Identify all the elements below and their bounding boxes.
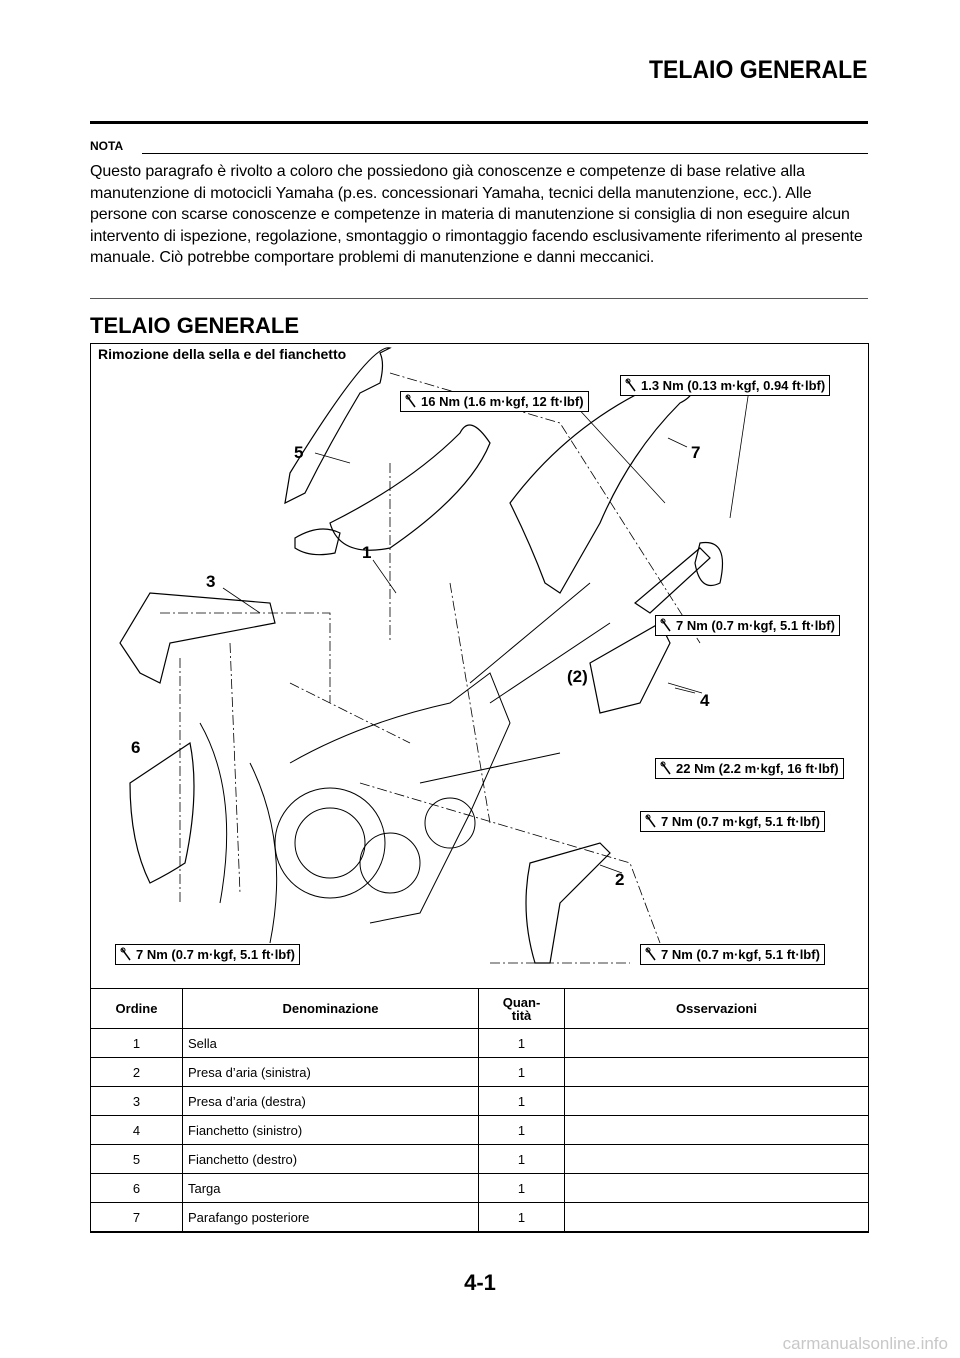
air-scoop-left [525,842,611,964]
torque-value: 22 Nm (2.2 m·kgf, 16 ft·lbf) [676,761,839,776]
section-title: TELAIO GENERALE [90,313,300,338]
torque-label: 7 Nm (0.7 m·kgf, 5.1 ft·lbf) [640,944,825,965]
torque-value: 7 Nm (0.7 m·kgf, 5.1 ft·lbf) [676,618,835,633]
page-header-title: TELAIO GENERALE [649,56,868,84]
torque-value: 16 Nm (1.6 m·kgf, 12 ft·lbf) [421,394,584,409]
side-cover-right [284,347,392,505]
cell-order: 6 [90,1173,183,1203]
diagram-title: Rimozione della sella e del fianchetto [98,346,347,362]
cell-name: Presa d’aria (sinistra) [182,1057,479,1087]
callout-7: 7 [691,443,701,462]
cell-name: Sella [182,1028,479,1058]
cell-notes [564,1086,869,1116]
torque-wrench-icon [625,378,636,392]
parts-table: Ordine Denominazione Quan- tità Osservaz… [90,988,869,1232]
frame-engine [199,582,611,944]
header-rule [90,121,868,124]
number-plate [129,742,195,884]
air-scoop-right [119,592,276,684]
torque-wrench-icon [645,947,656,961]
seat-part [294,424,491,556]
callout-2-paren: (2) [567,667,588,686]
cell-qty: 1 [478,1057,565,1087]
torque-value: 7 Nm (0.7 m·kgf, 5.1 ft·lbf) [661,814,820,829]
cell-name: Fianchetto (sinistro) [182,1115,479,1145]
cell-qty: 1 [478,1144,565,1174]
column-header: Osservazioni [564,988,869,1029]
cell-order: 3 [90,1086,183,1116]
column-header: Denominazione [182,988,479,1029]
callout-3: 3 [206,572,216,591]
exploded-view-illustration [119,347,751,964]
cell-qty: 1 [478,1028,565,1058]
diagram-frame [90,343,869,1233]
cell-qty: 1 [478,1086,565,1116]
callout-5: 5 [294,443,304,462]
torque-wrench-icon [405,394,416,408]
cell-notes [564,1115,869,1145]
leader-lines [160,372,701,964]
cell-qty: 1 [478,1173,565,1203]
torque-label: 7 Nm (0.7 m·kgf, 5.1 ft·lbf) [115,944,300,965]
callout-lines [222,382,751,874]
torque-wrench-icon [645,814,656,828]
torque-wrench-icon [120,947,131,961]
cell-order: 2 [90,1057,183,1087]
cell-order: 1 [90,1028,183,1058]
page-number: 4-1 [464,1270,496,1295]
torque-label: 7 Nm (0.7 m·kgf, 5.1 ft·lbf) [655,615,840,636]
torque-wrench-icon [660,761,671,775]
note-rule [142,153,868,154]
torque-value: 7 Nm (0.7 m·kgf, 5.1 ft·lbf) [661,947,820,962]
cell-order: 5 [90,1144,183,1174]
note-end-rule [90,298,868,299]
torque-label: 22 Nm (2.2 m·kgf, 16 ft·lbf) [655,758,844,779]
torque-value: 1.3 Nm (0.13 m·kgf, 0.94 ft·lbf) [641,378,826,393]
column-header: Quan- tità [478,988,565,1029]
column-header: Ordine [90,988,183,1029]
watermark: carmanualsonline.info [782,1334,948,1353]
callout-1: 1 [362,543,372,562]
cell-notes [564,1173,869,1203]
cell-name: Targa [182,1173,479,1203]
cell-notes [564,1028,869,1058]
cell-qty: 1 [478,1202,565,1232]
cell-qty: 1 [478,1115,565,1145]
callout-6: 6 [131,738,141,757]
torque-label: 7 Nm (0.7 m·kgf, 5.1 ft·lbf) [640,811,825,832]
torque-label: 1.3 Nm (0.13 m·kgf, 0.94 ft·lbf) [620,375,831,396]
side-cover-left [589,622,671,714]
cell-order: 7 [90,1202,183,1232]
callout-2: 2 [615,870,625,889]
torque-wrench-icon [660,618,671,632]
cell-notes [564,1144,869,1174]
rear-fender [509,377,724,614]
callout-4: 4 [700,691,710,710]
cell-name: Presa d’aria (destra) [182,1086,479,1116]
cell-notes [564,1057,869,1087]
note-text: Questo paragrafo è rivolto a coloro che … [90,163,863,267]
cell-notes [564,1202,869,1232]
torque-label: 16 Nm (1.6 m·kgf, 12 ft·lbf) [400,391,589,412]
torque-value: 7 Nm (0.7 m·kgf, 5.1 ft·lbf) [136,947,295,962]
cell-order: 4 [90,1115,183,1145]
cell-name: Fianchetto (destro) [182,1144,479,1174]
table-header-row: Ordine Denominazione Quan- tità Osservaz… [90,988,869,1029]
note-label: NOTA [90,139,124,153]
cell-name: Parafango posteriore [182,1202,479,1232]
